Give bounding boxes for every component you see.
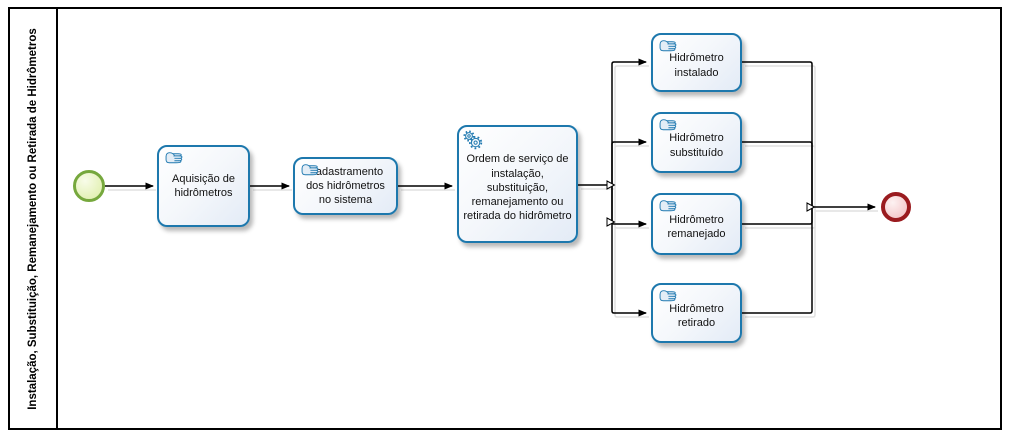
flow-ordem-to-instalado[interactable] bbox=[578, 62, 646, 186]
task-hidrometro-instalado[interactable]: Hidrômetro instalado bbox=[651, 33, 742, 92]
flow-substituido-to-merge[interactable] bbox=[742, 141, 813, 207]
task-label: Cadastramento dos hidrômetros no sistema bbox=[306, 165, 385, 207]
start-event[interactable] bbox=[73, 170, 105, 202]
flow-retirado-to-merge[interactable] bbox=[742, 207, 813, 314]
lane-header[interactable]: Instalação, Substituição, Remanejamento … bbox=[8, 7, 58, 430]
task-hidrometro-remanejado[interactable]: Hidrômetro remanejado bbox=[651, 193, 742, 255]
manual-task-hand-icon bbox=[659, 119, 677, 131]
manual-task-hand-icon bbox=[165, 152, 183, 164]
task-label: Aquisição de hidrômetros bbox=[172, 172, 235, 199]
manual-task-hand-icon bbox=[659, 200, 677, 212]
manual-task-hand-icon bbox=[659, 40, 677, 52]
task-label: Ordem de serviço de instalação, substitu… bbox=[463, 153, 572, 223]
task-hidrometro-retirado[interactable]: Hidrômetro retirado bbox=[651, 283, 742, 343]
task-label: Hidrômetro remanejado bbox=[667, 213, 726, 240]
flow-ordem-to-substituido[interactable] bbox=[611, 138, 647, 185]
task-label: Hidrômetro substituído bbox=[669, 132, 724, 159]
service-task-gears-icon bbox=[463, 130, 483, 150]
manual-task-hand-icon bbox=[659, 290, 677, 302]
merge-junction-icon bbox=[806, 202, 816, 212]
flow-remanejado-to-merge[interactable] bbox=[742, 207, 813, 225]
task-label: Hidrômetro retirado bbox=[669, 302, 724, 329]
manual-task-hand-icon bbox=[301, 164, 319, 176]
end-event[interactable] bbox=[881, 192, 911, 222]
task-label: Hidrômetro instalado bbox=[669, 52, 724, 79]
branch-junction-icon bbox=[606, 217, 616, 227]
flow-ordem-to-retirado[interactable] bbox=[611, 185, 647, 317]
connector-shadows bbox=[108, 65, 878, 318]
task-aquisicao[interactable]: Aquisição de hidrômetros bbox=[157, 145, 250, 227]
task-cadastramento[interactable]: Cadastramento dos hidrômetros no sistema bbox=[293, 157, 398, 215]
task-ordem-de-servico[interactable]: Ordem de serviço de instalação, substitu… bbox=[457, 125, 578, 243]
split-junction-icon bbox=[606, 180, 616, 190]
flow-ordem-to-remanejado[interactable] bbox=[611, 185, 647, 228]
flow-instalado-to-merge[interactable] bbox=[742, 61, 813, 207]
task-hidrometro-substituido[interactable]: Hidrômetro substituído bbox=[651, 112, 742, 173]
